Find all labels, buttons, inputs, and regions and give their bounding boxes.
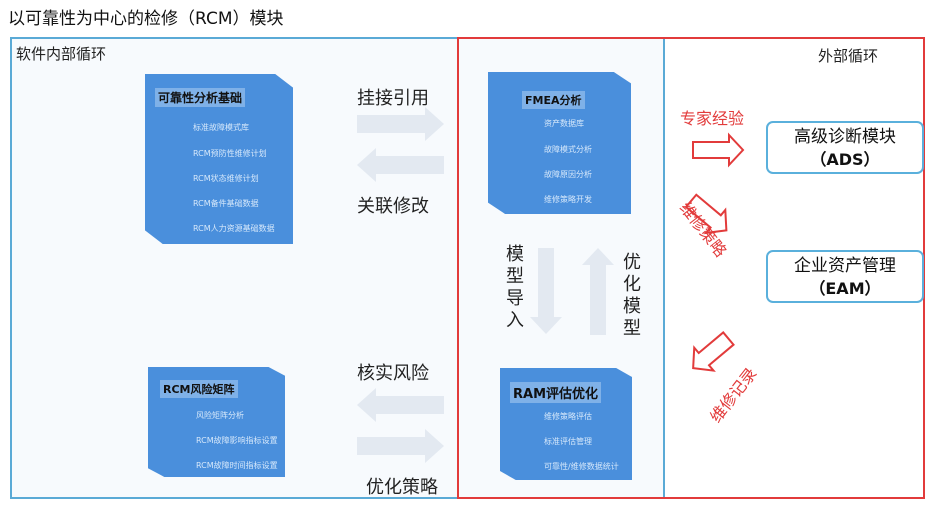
card-item: 风险矩阵分析 <box>196 411 244 420</box>
arrow-down-icon <box>530 248 562 334</box>
ram-title: RAM评估优化 <box>510 382 602 403</box>
eam-name: 企业资产管理 <box>794 256 896 276</box>
modify-label: 关联修改 <box>357 196 429 217</box>
model-import-label: 模型导入 <box>506 244 524 331</box>
ram-card: RAM评估优化 维修策略评估 标准评估管理 可靠性/维修数据统计 <box>500 368 632 480</box>
card-item: RCM故障时间指标设置 <box>196 461 278 470</box>
page-title: 以可靠性为中心的检修（RCM）模块 <box>8 9 284 29</box>
arrow-down-right-outline-icon <box>684 193 728 235</box>
ads-abbr: （ADS） <box>810 150 880 169</box>
card-item: RCM人力资源基础数据 <box>193 224 275 233</box>
risk-matrix-card: RCM风险矩阵 风险矩阵分析 RCM故障影响指标设置 RCM故障时间指标设置 <box>148 367 285 477</box>
card-item: 标准评估管理 <box>544 437 592 446</box>
arrow-left-icon <box>357 148 444 182</box>
card-item: 资产数据库 <box>544 119 584 128</box>
external-loop-frame <box>457 37 925 499</box>
reference-label: 挂接引用 <box>357 88 429 109</box>
arrow-left-icon <box>357 388 444 422</box>
reliability-basis-card: 可靠性分析基础 标准故障模式库 RCM预防性维修计划 RCM状态维修计划 RCM… <box>145 74 293 244</box>
card-item: RCM备件基础数据 <box>193 199 259 208</box>
internal-loop-label: 软件内部循环 <box>16 45 107 63</box>
card-item: 故障模式分析 <box>544 145 592 154</box>
card-item: RCM预防性维修计划 <box>193 149 267 158</box>
eam-abbr: （EAM） <box>809 279 881 298</box>
card-item: 维修策略开发 <box>544 195 592 204</box>
reliability-basis-title: 可靠性分析基础 <box>155 88 246 107</box>
fmea-title: FMEA分析 <box>522 91 585 109</box>
verify-risk-label: 核实风险 <box>357 363 429 384</box>
arrow-right-outline-icon <box>692 132 745 168</box>
card-item: 故障原因分析 <box>544 170 592 179</box>
arrow-up-icon <box>582 248 614 335</box>
optimize-model-label: 优化模型 <box>623 252 641 339</box>
arrow-right-icon <box>357 429 444 463</box>
card-item: 维修策略评估 <box>544 412 592 421</box>
optimize-strategy-label: 优化策略 <box>366 477 438 498</box>
fmea-card: FMEA分析 资产数据库 故障模式分析 故障原因分析 维修策略开发 <box>488 72 631 214</box>
eam-module-box: 企业资产管理 （EAM） <box>766 250 924 303</box>
arrow-down-left-outline-icon <box>692 331 735 372</box>
card-item: RCM故障影响指标设置 <box>196 436 278 445</box>
card-item: 标准故障模式库 <box>193 123 249 132</box>
arrow-right-icon <box>357 107 444 141</box>
ads-name: 高级诊断模块 <box>794 127 896 147</box>
expert-experience-label: 专家经验 <box>680 109 745 128</box>
risk-matrix-title: RCM风险矩阵 <box>160 380 238 398</box>
card-item: RCM状态维修计划 <box>193 174 259 183</box>
ads-module-box: 高级诊断模块 （ADS） <box>766 121 924 174</box>
external-loop-label: 外部循环 <box>818 47 879 65</box>
card-item: 可靠性/维修数据统计 <box>544 462 619 471</box>
